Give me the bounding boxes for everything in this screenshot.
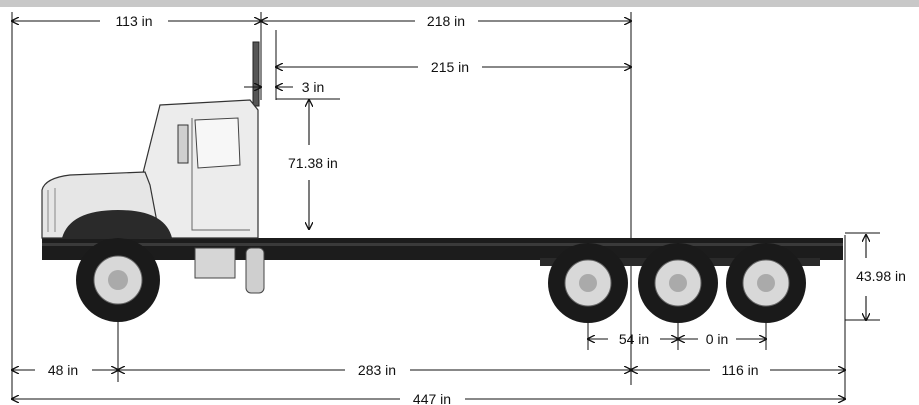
- label-218: 218 in: [427, 13, 465, 29]
- label-43-98: 43.98 in: [856, 268, 906, 284]
- rear-wheel-1: [548, 243, 628, 323]
- step: [245, 247, 265, 294]
- label-54: 54 in: [619, 331, 649, 347]
- front-wheel: [76, 238, 160, 322]
- label-48: 48 in: [48, 362, 78, 378]
- fuel-tank: [194, 247, 236, 279]
- front-fender: [62, 210, 172, 238]
- frame-rail: [42, 238, 843, 260]
- side-mirror: [177, 124, 189, 164]
- cab-window: [194, 117, 241, 169]
- label-283: 283 in: [358, 362, 396, 378]
- label-215: 215 in: [431, 59, 469, 75]
- label-113: 113 in: [115, 13, 152, 29]
- label-0: 0 in: [706, 331, 729, 347]
- label-447: 447 in: [413, 391, 451, 405]
- rear-wheel-3: [726, 243, 806, 323]
- truck-illustration: [41, 41, 843, 323]
- top-bar: [0, 0, 919, 7]
- exhaust-stack: [252, 41, 260, 107]
- rear-wheel-2: [638, 243, 718, 323]
- label-3: 3 in: [302, 79, 325, 95]
- label-116: 116 in: [721, 362, 758, 378]
- label-71-38: 71.38 in: [288, 155, 338, 171]
